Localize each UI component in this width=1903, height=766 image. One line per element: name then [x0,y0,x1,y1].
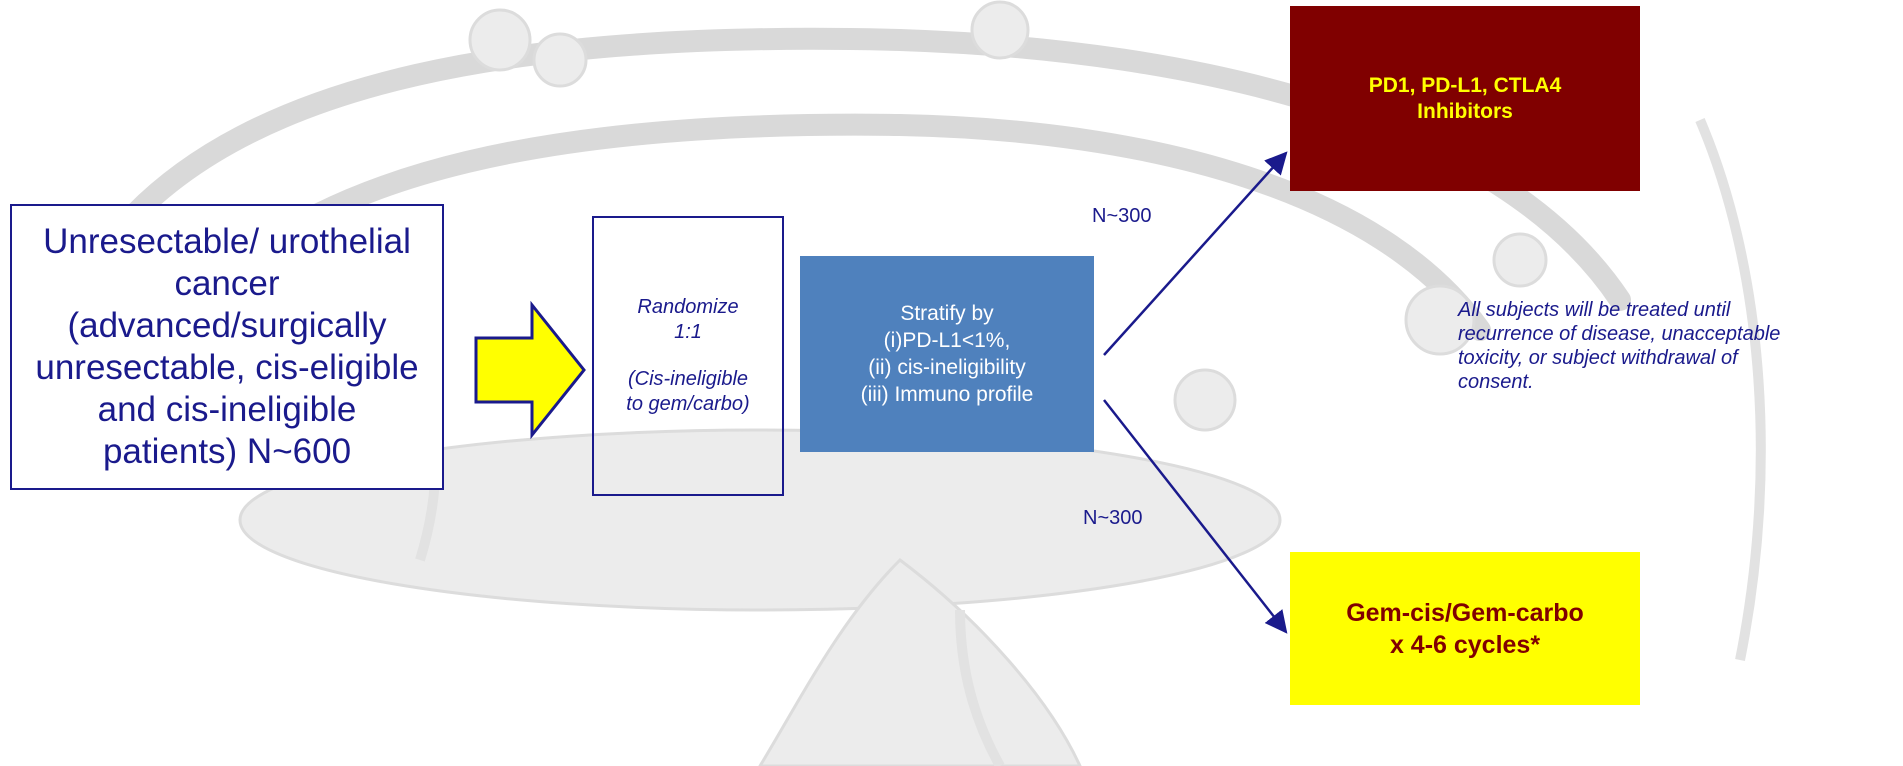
chemo-arm-label: x 4-6 cycles* [1390,629,1540,661]
population-line: (advanced/surgically [67,305,386,347]
population-line: cancer [174,263,279,305]
n-label-chemo-arm: N~300 [1083,507,1143,530]
note-line: All subjects will be treated until [1458,298,1898,322]
randomize-label: Randomize [637,295,738,320]
population-line: and cis-ineligible [98,389,357,431]
io-arm-label: PD1, PD-L1, CTLA4 [1369,73,1562,99]
stratify-factor: (iii) Immuno profile [861,381,1034,408]
randomize-note: to gem/carbo) [626,392,749,417]
randomize-ratio: 1:1 [674,320,702,345]
io-arm-box: PD1, PD-L1, CTLA4 Inhibitors [1290,6,1640,191]
stratify-factor: (ii) cis-ineligibility [868,354,1026,381]
stratify-box: Stratify by (i)PD-L1<1%, (ii) cis-inelig… [800,256,1094,452]
stratify-title: Stratify by [900,300,993,327]
randomize-note: (Cis-ineligible [628,367,748,392]
arrow-to-io-arm [1104,153,1286,355]
randomize-box: Randomize 1:1 (Cis-ineligible to gem/car… [592,216,784,496]
n-label-io-arm: N~300 [1092,205,1152,228]
note-line: consent. [1458,370,1898,394]
note-line: recurrence of disease, unacceptable [1458,322,1898,346]
io-arm-label: Inhibitors [1417,99,1513,125]
population-box: Unresectable/ urothelial cancer (advance… [10,204,444,490]
population-line: unresectable, cis-eligible [35,347,418,389]
treatment-duration-note: All subjects will be treated until recur… [1458,298,1898,394]
population-line: Unresectable/ urothelial [43,221,411,263]
population-line: patients) N~600 [103,431,351,473]
note-line: toxicity, or subject withdrawal of [1458,346,1898,370]
big-yellow-arrow [476,305,584,435]
stratify-factor: (i)PD-L1<1%, [884,327,1011,354]
chemo-arm-label: Gem-cis/Gem-carbo [1346,597,1584,629]
chemo-arm-box: Gem-cis/Gem-carbo x 4-6 cycles* [1290,552,1640,705]
